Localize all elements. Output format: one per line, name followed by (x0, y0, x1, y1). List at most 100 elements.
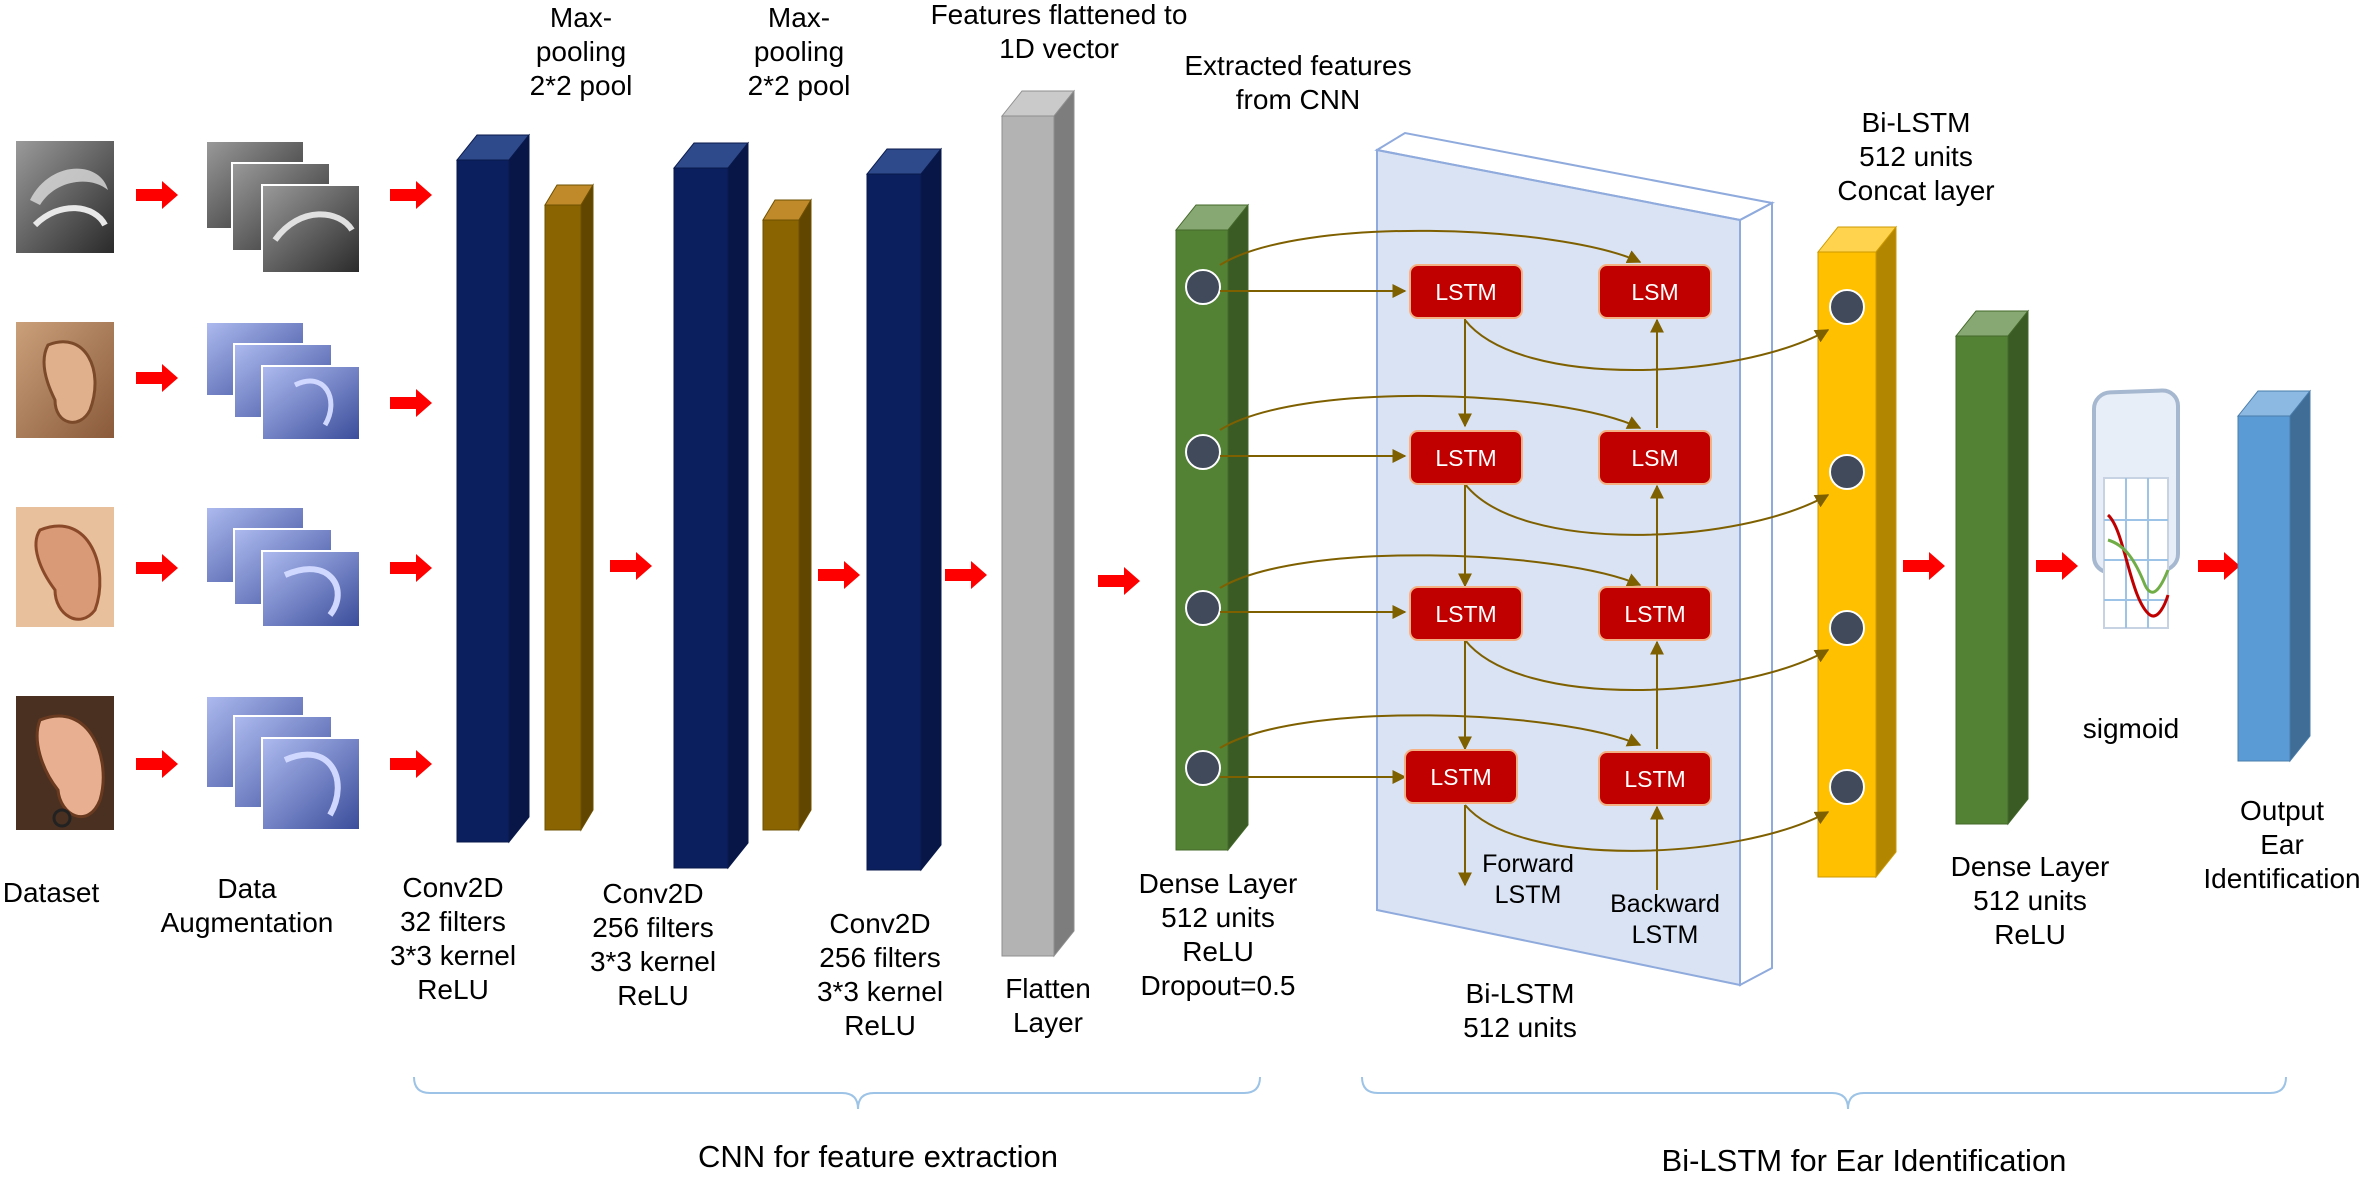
flatten-top-label: Features flattened to (931, 0, 1188, 30)
output-label: Identification (2203, 863, 2360, 894)
conv2-label: 256 filters (592, 912, 713, 943)
lstm-cell-label: LSTM (1430, 764, 1491, 790)
bilstm-group-label: Bi-LSTM for Ear Identification (1662, 1143, 2067, 1177)
augmentation-images (205, 140, 361, 831)
pool1-label: 2*2 pool (530, 70, 633, 101)
lstm-cells: LSTM LSTM LSTM LSTM LSM LSM LSTM LSTM (1404, 264, 1712, 806)
lstm-cell-label: LSTM (1435, 279, 1496, 305)
conv3-label: ReLU (844, 1010, 916, 1041)
bilstm-panel (1374, 131, 1775, 987)
flow-arrow (136, 554, 178, 582)
flow-arrow (390, 750, 432, 778)
backward-lstm-cell: LSM (1598, 264, 1712, 319)
flatten-top-label: 1D vector (999, 33, 1119, 64)
augmentation-label: Data (217, 873, 277, 904)
dataset-label: Dataset (3, 877, 100, 908)
conv1-label: 3*3 kernel (390, 940, 516, 971)
pool2-label: 2*2 pool (748, 70, 851, 101)
conv3-label: 256 filters (819, 942, 940, 973)
dataset-image (16, 507, 114, 627)
output-label: Output (2240, 795, 2324, 826)
augmentation-label: Augmentation (161, 907, 334, 938)
backward-lstm-cell: LSTM (1598, 586, 1712, 641)
bilstm-top-label: 512 units (1859, 141, 1973, 172)
output-layer (2236, 389, 2312, 763)
flow-arrow (945, 561, 987, 589)
bilstm-top-label: Concat layer (1837, 175, 1994, 206)
dense2-label: Dense Layer (1951, 851, 2110, 882)
dense1-label: Dropout=0.5 (1141, 970, 1296, 1001)
backward-lstm-cell: LSTM (1598, 751, 1712, 806)
flow-arrow (1098, 567, 1140, 595)
flow-arrow (390, 554, 432, 582)
concat-neurons (1829, 289, 1865, 805)
bilstm-bottom-label: Bi-LSTM (1466, 978, 1575, 1009)
flow-arrows (136, 181, 2240, 778)
conv3-layer (865, 147, 943, 872)
flow-arrow (136, 181, 178, 209)
pool2-label: Max- (768, 2, 830, 33)
extracted-label: from CNN (1236, 84, 1360, 115)
conv3-label: Conv2D (829, 908, 930, 939)
augmentation-stack (205, 506, 361, 628)
flatten-bottom-label: Layer (1013, 1007, 1083, 1038)
lstm-cell-label: LSTM (1435, 601, 1496, 627)
flow-arrow (818, 561, 860, 589)
conv2-layer (672, 141, 750, 870)
dense1-label: Dense Layer (1139, 868, 1298, 899)
forward-label: Forward (1482, 850, 1574, 878)
dense2-label: 512 units (1973, 885, 2087, 916)
group-braces (413, 1076, 2287, 1110)
dataset-image (16, 696, 114, 830)
backward-label: LSTM (1632, 921, 1699, 949)
bilstm-bottom-label: 512 units (1463, 1012, 1577, 1043)
flow-arrow (610, 552, 652, 580)
extracted-label: Extracted features (1184, 50, 1411, 81)
backward-lstm-cell: LSM (1598, 430, 1712, 485)
bilstm-brace (1361, 1076, 2287, 1110)
lstm-cell-label: LSM (1631, 445, 1678, 471)
sigmoid-label: sigmoid (2083, 713, 2179, 744)
flow-arrow (136, 750, 178, 778)
cnn-brace (413, 1076, 1261, 1110)
forward-lstm-cell: LSTM (1409, 586, 1523, 641)
flow-arrow (390, 181, 432, 209)
conv1-label: Conv2D (402, 872, 503, 903)
lstm-cell-label: LSTM (1624, 601, 1685, 627)
backward-label: Backward (1610, 890, 1720, 918)
augmentation-stack (205, 321, 361, 441)
flatten-bottom-label: Flatten (1005, 973, 1091, 1004)
pool1-layer (544, 183, 594, 832)
lstm-cell-label: LSM (1631, 279, 1678, 305)
pool2-layer (762, 198, 812, 832)
augmentation-stack (205, 140, 361, 274)
bilstm-connectors (1219, 229, 1830, 890)
flow-arrow (2036, 552, 2078, 580)
conv1-label: 32 filters (400, 906, 506, 937)
dense1-neurons (1185, 269, 1221, 786)
forward-label: LSTM (1495, 881, 1562, 909)
lstm-cell-label: LSTM (1624, 766, 1685, 792)
dense1-label: ReLU (1182, 936, 1254, 967)
forward-lstm-cell: LSTM (1409, 430, 1523, 485)
pool1-label: pooling (536, 36, 626, 67)
forward-lstm-cell: LSTM (1409, 264, 1523, 319)
conv2-label: ReLU (617, 980, 689, 1011)
dataset-images (16, 141, 114, 830)
dense2-layer (1954, 309, 2030, 826)
forward-lstm-cell: LSTM (1404, 749, 1518, 804)
dense2-label: ReLU (1994, 919, 2066, 950)
output-label: Ear (2260, 829, 2304, 860)
dataset-image (16, 141, 114, 253)
lstm-cell-label: LSTM (1435, 445, 1496, 471)
dataset-image (16, 322, 114, 438)
flow-arrow (2198, 552, 2240, 580)
concat-layer (1816, 225, 1898, 879)
network-layers (455, 89, 2312, 958)
conv2-label: 3*3 kernel (590, 946, 716, 977)
pool1-label: Max- (550, 2, 612, 33)
flow-arrow (1903, 552, 1945, 580)
conv2-label: Conv2D (602, 878, 703, 909)
